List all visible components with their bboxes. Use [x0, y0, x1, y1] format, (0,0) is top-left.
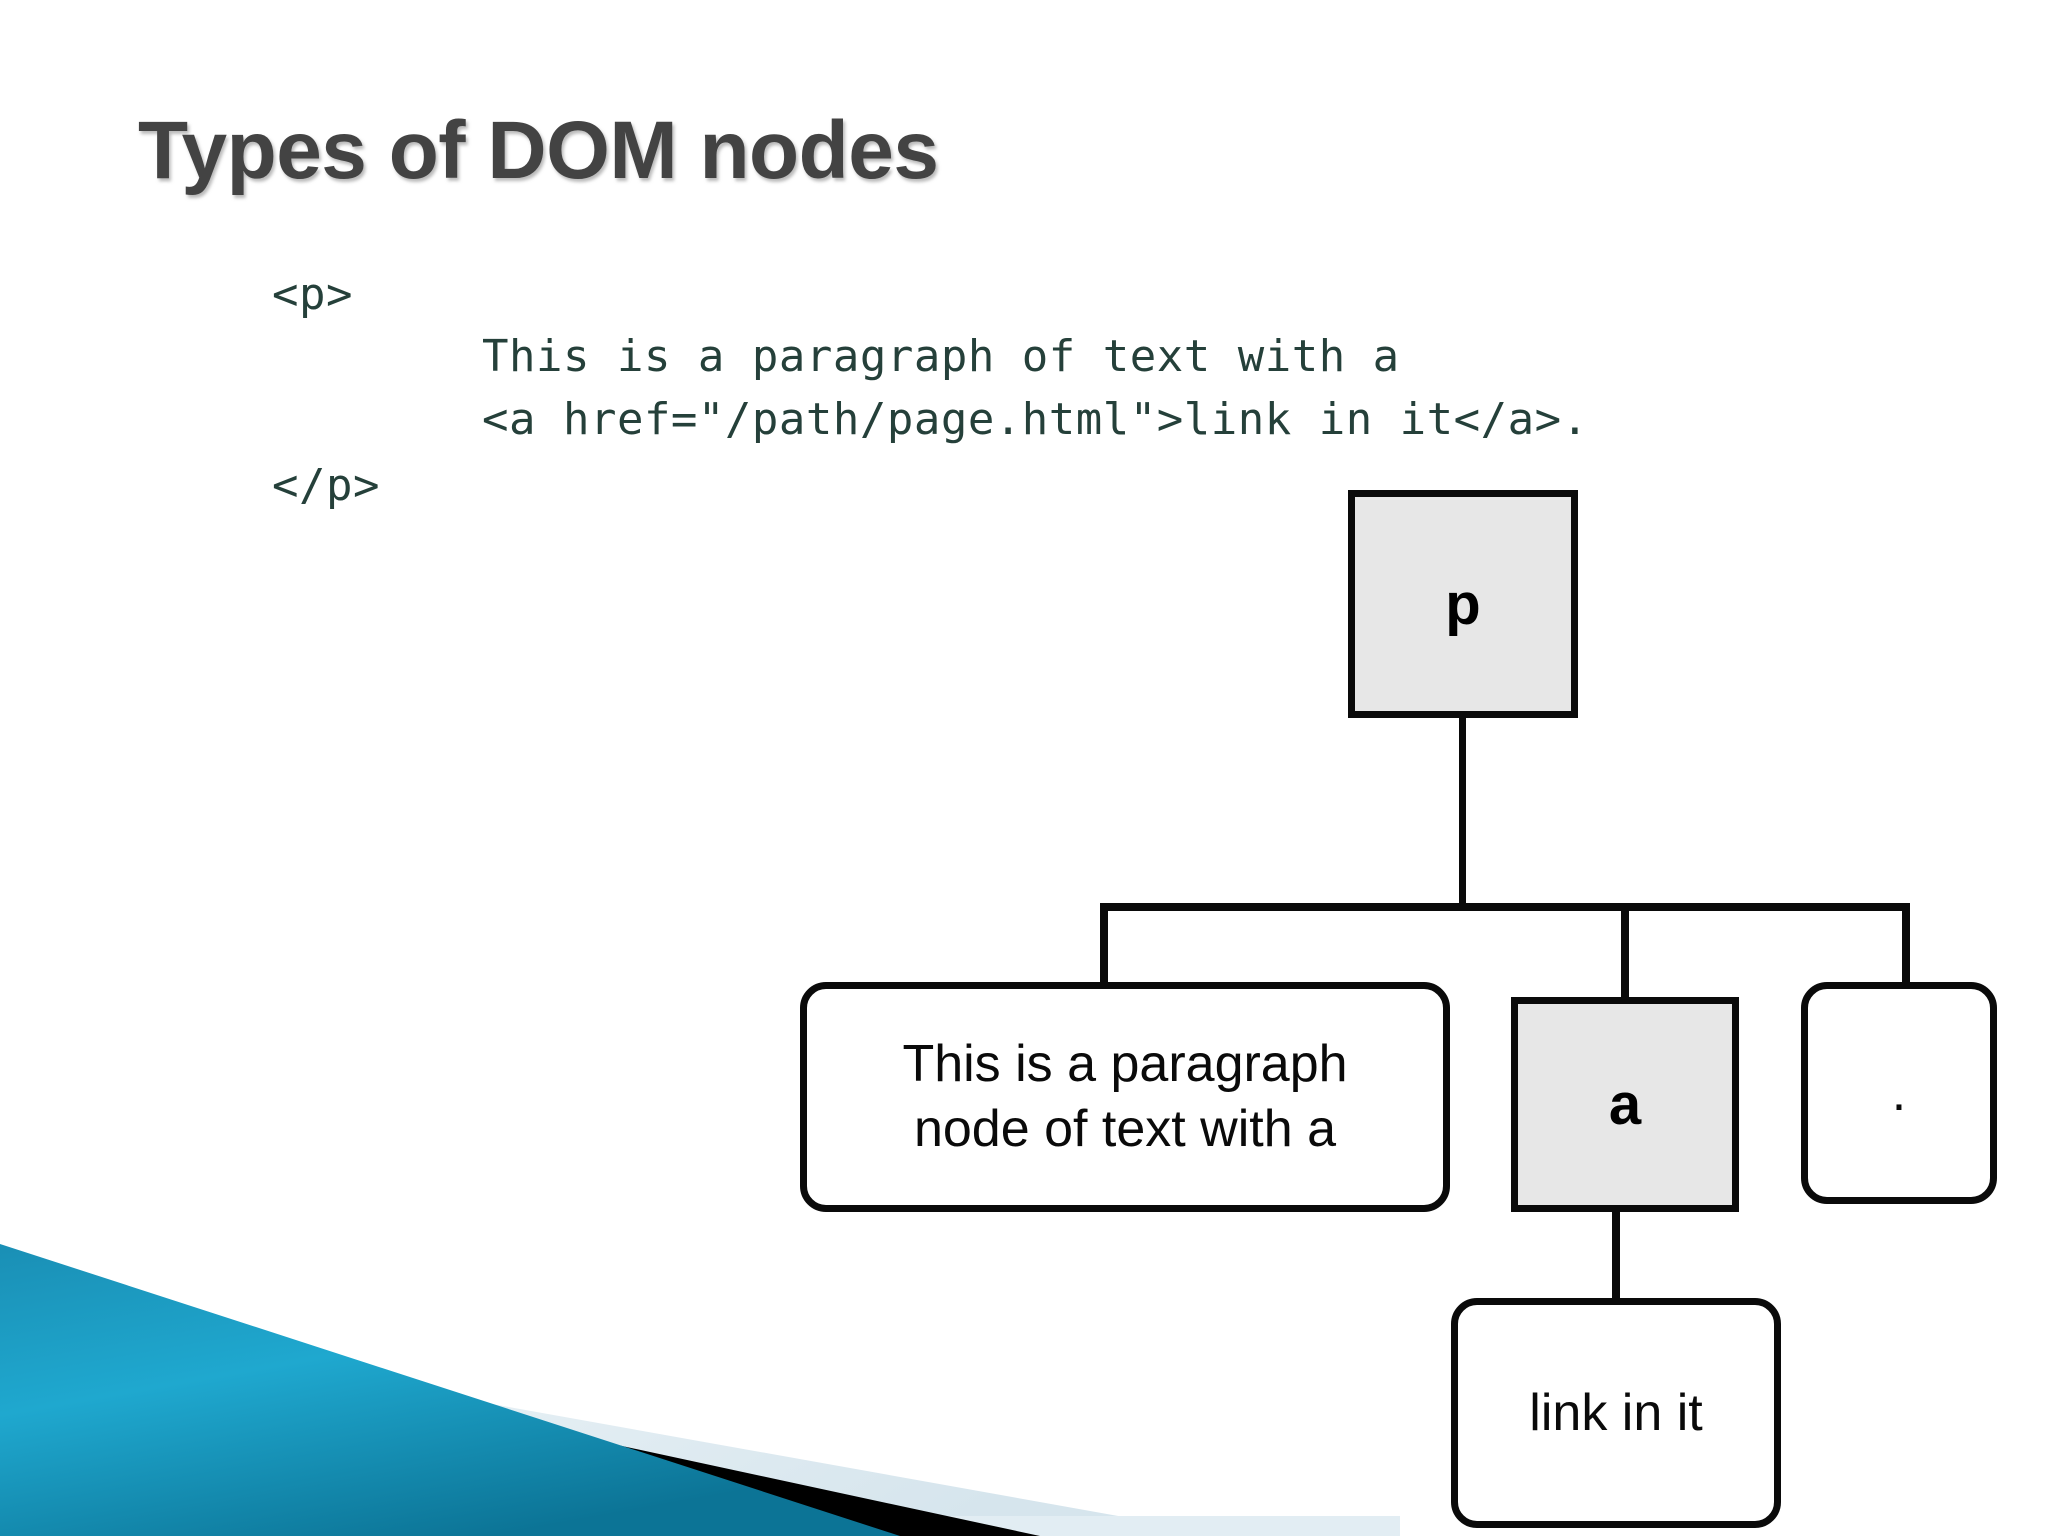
- tree-node-paragraph-text-line-1: This is a paragraph: [902, 1035, 1348, 1093]
- connector-a-to-link-text: [1612, 1210, 1620, 1302]
- tree-node-paragraph-text-line-2: node of text with a: [913, 1100, 1337, 1158]
- tree-node-paragraph-text: This is a paragraph node of text with a: [800, 982, 1450, 1212]
- tree-node-p-label: p: [1445, 571, 1481, 637]
- connector-p-to-bus: [1459, 718, 1466, 910]
- code-line-text-1: This is a paragraph of text with a: [482, 331, 1400, 382]
- tree-node-link-text-label: link in it: [1529, 1384, 1703, 1442]
- tree-node-a: a: [1511, 997, 1739, 1212]
- tree-node-a-label: a: [1608, 1072, 1642, 1137]
- connector-bus-to-period-node: [1902, 903, 1910, 985]
- code-line-close-tag: </p>: [272, 460, 380, 511]
- tree-node-p: p: [1348, 490, 1578, 718]
- code-line-open-tag: <p>: [272, 269, 353, 320]
- code-line-text-2: <a href="/path/page.html">link in it</a>…: [482, 394, 1589, 445]
- connector-bus-to-text-node: [1100, 903, 1108, 985]
- connector-horizontal-bus: [1100, 903, 1910, 911]
- tree-node-period-label: .: [1891, 1064, 1907, 1122]
- tree-node-period: .: [1801, 982, 1997, 1204]
- page-title: Types of DOM nodes: [138, 105, 939, 196]
- connector-bus-to-a-node: [1621, 903, 1629, 1001]
- tree-node-link-text: link in it: [1451, 1298, 1781, 1528]
